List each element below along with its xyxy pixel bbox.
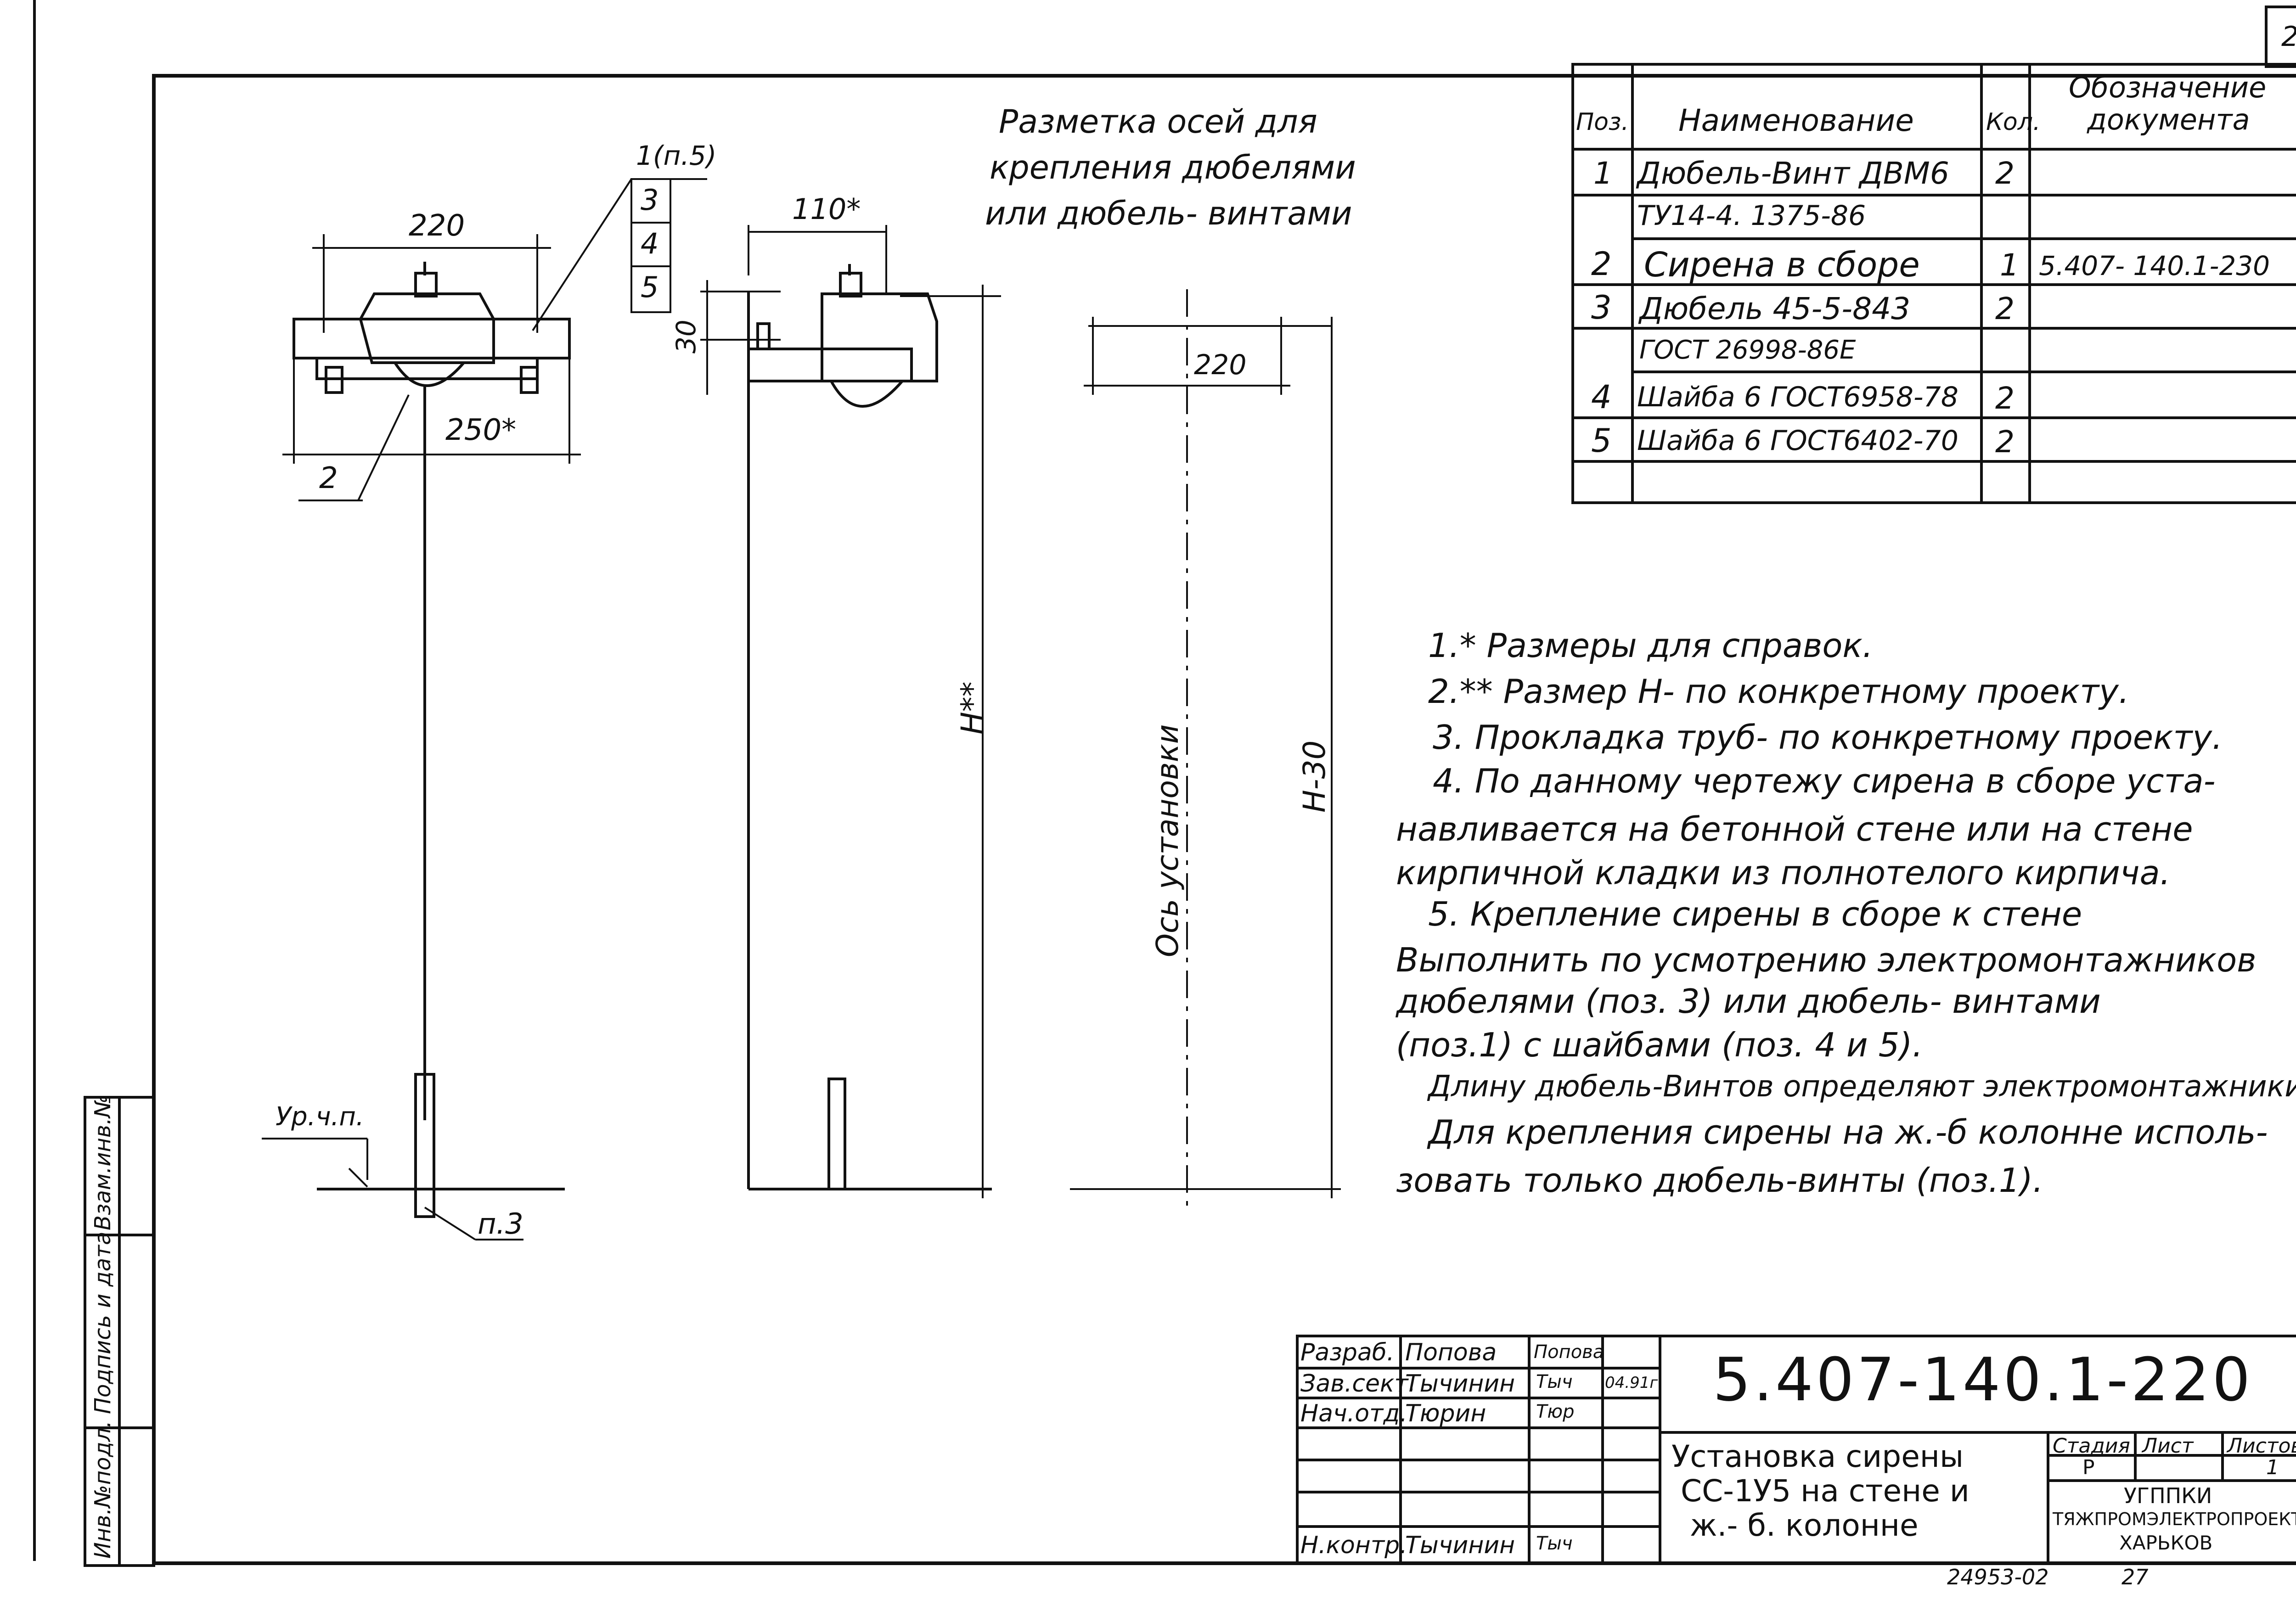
tb-name-1: Попова bbox=[1405, 1339, 1497, 1366]
front-view bbox=[262, 178, 707, 1241]
dim-220-right: 220 bbox=[1194, 349, 1247, 381]
title-line-1: Установка сирены bbox=[1671, 1439, 1964, 1474]
spec-row-1-qty: 2 bbox=[1995, 156, 2015, 191]
margin-stamp-grid bbox=[84, 1096, 155, 1567]
spec-header-name: Наименование bbox=[1678, 103, 1914, 138]
spec-row-7-pos: 5 bbox=[1591, 422, 1612, 460]
sheet-label: Лист bbox=[2142, 1434, 2194, 1458]
tb-sign-3: Тюр bbox=[1536, 1401, 1575, 1422]
sheets-label: Листов bbox=[2227, 1434, 2296, 1458]
note-4b: навливается на бетонной стене или на сте… bbox=[1396, 810, 2193, 848]
spec-row-4-name: Дюбель 45-5-843 bbox=[1639, 291, 1911, 326]
heading-line-1: Разметка осей для bbox=[999, 103, 1317, 140]
margin-sign-date: Подпись и дата bbox=[90, 1231, 116, 1414]
tb-role-1: Разраб. bbox=[1300, 1339, 1395, 1366]
note-3: 3. Прокладка труб- по конкретному проект… bbox=[1433, 718, 2223, 757]
floor-level-label: Ур.ч.п. bbox=[276, 1102, 364, 1132]
dim-h-30: Н-30 bbox=[1297, 740, 1332, 813]
note-5b: Выполнить по усмотрению электромонтажник… bbox=[1396, 941, 2257, 979]
note-4c: кирпичной кладки из полнотелого кирпича. bbox=[1396, 853, 2171, 892]
callout-4: 4 bbox=[641, 227, 659, 260]
margin-inv-no: Инв.№подл. bbox=[90, 1420, 116, 1559]
org-line-2: ТЯЖПРОМЭЛЕКТРОПРОЕКТ bbox=[2053, 1509, 2296, 1529]
tb-role-2: Зав.сект. bbox=[1300, 1370, 1416, 1398]
spec-row-1-name: Дюбель-Винт ДВМ6 bbox=[1637, 156, 1949, 191]
axis-label: Ось установки bbox=[1150, 724, 1185, 957]
note-2: 2.** Размер Н- по конкретному проекту. bbox=[1428, 672, 2129, 711]
tb-sign-2: Тыч bbox=[1536, 1371, 1573, 1392]
callout-1: 1(п.5) bbox=[636, 140, 717, 171]
tb-sign-7: Тыч bbox=[1536, 1533, 1573, 1554]
title-line-2: СС-1У5 на стене и bbox=[1681, 1473, 1970, 1509]
dim-h: H** bbox=[955, 681, 990, 735]
spec-header-qty: Кол. bbox=[1986, 108, 2041, 136]
side-view bbox=[700, 225, 1001, 1198]
spec-row-7-name: Шайба 6 ГОСТ6402-70 bbox=[1637, 425, 1958, 457]
org-line-3: ХАРЬКОВ bbox=[2119, 1532, 2213, 1554]
stage-value: Р bbox=[2082, 1456, 2095, 1479]
note-5e: Длину дюбель-Винтов определяют электромо… bbox=[1428, 1070, 2296, 1104]
spec-row-4-qty: 2 bbox=[1995, 291, 2015, 326]
note-5d: (поз.1) с шайбами (поз. 4 и 5). bbox=[1396, 1026, 1923, 1064]
spec-row-6-pos: 4 bbox=[1591, 378, 1612, 416]
org-line-1: УГППКИ bbox=[2124, 1483, 2212, 1508]
tb-role-3: Нач.отд. bbox=[1300, 1400, 1407, 1427]
callout-3: 3 bbox=[641, 183, 659, 217]
spec-row-3-name: Сирена в сборе bbox=[1644, 245, 1920, 285]
ref-p3-label: п.3 bbox=[478, 1207, 523, 1241]
sheet-frame bbox=[152, 74, 2296, 1565]
spec-header-doc-1: Обозначение bbox=[2069, 71, 2267, 104]
spec-row-3-qty: 1 bbox=[2000, 247, 2019, 283]
tb-name-3: Тюрин bbox=[1405, 1400, 1486, 1427]
spec-row-4-pos: 3 bbox=[1591, 289, 1612, 326]
sheet-number: 26 bbox=[2281, 23, 2296, 51]
bottom-code: 24953-02 bbox=[1947, 1565, 2049, 1589]
note-4a: 4. По данному чертежу сирена в сборе уст… bbox=[1433, 762, 2216, 800]
tb-name-7: Тычинин bbox=[1405, 1532, 1515, 1559]
spec-row-6-name: Шайба 6 ГОСТ6958-78 bbox=[1637, 381, 1958, 413]
dim-30: 30 bbox=[670, 320, 702, 354]
tb-date-2: 04.91г. bbox=[1605, 1374, 1663, 1392]
spec-row-2-name: ТУ14-4. 1375-86 bbox=[1637, 200, 1866, 232]
note-5g: зовать только дюбель-винты (поз.1). bbox=[1396, 1161, 2043, 1200]
dim-250: 250* bbox=[445, 413, 517, 447]
document-code: 5.407-140.1-220 bbox=[1713, 1345, 2253, 1415]
note-5a: 5. Крепление сирены в сборе к стене bbox=[1428, 895, 2082, 933]
note-1: 1.* Размеры для справок. bbox=[1428, 626, 1873, 665]
heading-line-3: или дюбель- винтами bbox=[985, 195, 1352, 232]
callout-5: 5 bbox=[641, 270, 659, 304]
spec-header-doc-2: документа bbox=[2087, 103, 2250, 136]
dim-220-left: 220 bbox=[409, 209, 465, 243]
spec-row-5-name: ГОСТ 26998-86Е bbox=[1639, 335, 1856, 365]
sheets-value: 1 bbox=[2266, 1456, 2279, 1479]
sheet-number-box bbox=[2265, 6, 2296, 68]
bottom-page: 27 bbox=[2122, 1565, 2149, 1589]
spec-row-1-pos: 1 bbox=[1593, 156, 1613, 191]
dim-110: 110* bbox=[792, 192, 861, 226]
tb-sign-1: Попова bbox=[1534, 1342, 1604, 1363]
title-line-3: ж.- б. колонне bbox=[1690, 1508, 1919, 1543]
note-5f: Для крепления сирены на ж.-б колонне исп… bbox=[1428, 1113, 2268, 1151]
title-block-grid bbox=[1296, 1335, 2296, 1565]
tb-name-2: Тычинин bbox=[1405, 1370, 1515, 1398]
margin-replace-inv: Взам.инв.№ bbox=[90, 1095, 116, 1230]
axis-marking-view bbox=[1070, 289, 1341, 1212]
tb-role-7: Н.контр. bbox=[1300, 1532, 1407, 1559]
spec-header-pos: Поз. bbox=[1576, 108, 1629, 136]
note-5c: дюбелями (поз. 3) или дюбель- винтами bbox=[1396, 982, 2101, 1021]
spec-row-7-qty: 2 bbox=[1995, 424, 2015, 460]
heading-line-2: крепления дюбелями bbox=[990, 149, 1356, 186]
spec-row-6-qty: 2 bbox=[1995, 381, 2015, 416]
stage-label: Стадия bbox=[2053, 1434, 2130, 1458]
spec-row-3-doc: 5.407- 140.1-230 bbox=[2039, 250, 2270, 281]
spec-table-grid bbox=[1571, 63, 2296, 504]
spec-row-3-pos: 2 bbox=[1591, 245, 1612, 283]
callout-2: 2 bbox=[319, 461, 338, 495]
